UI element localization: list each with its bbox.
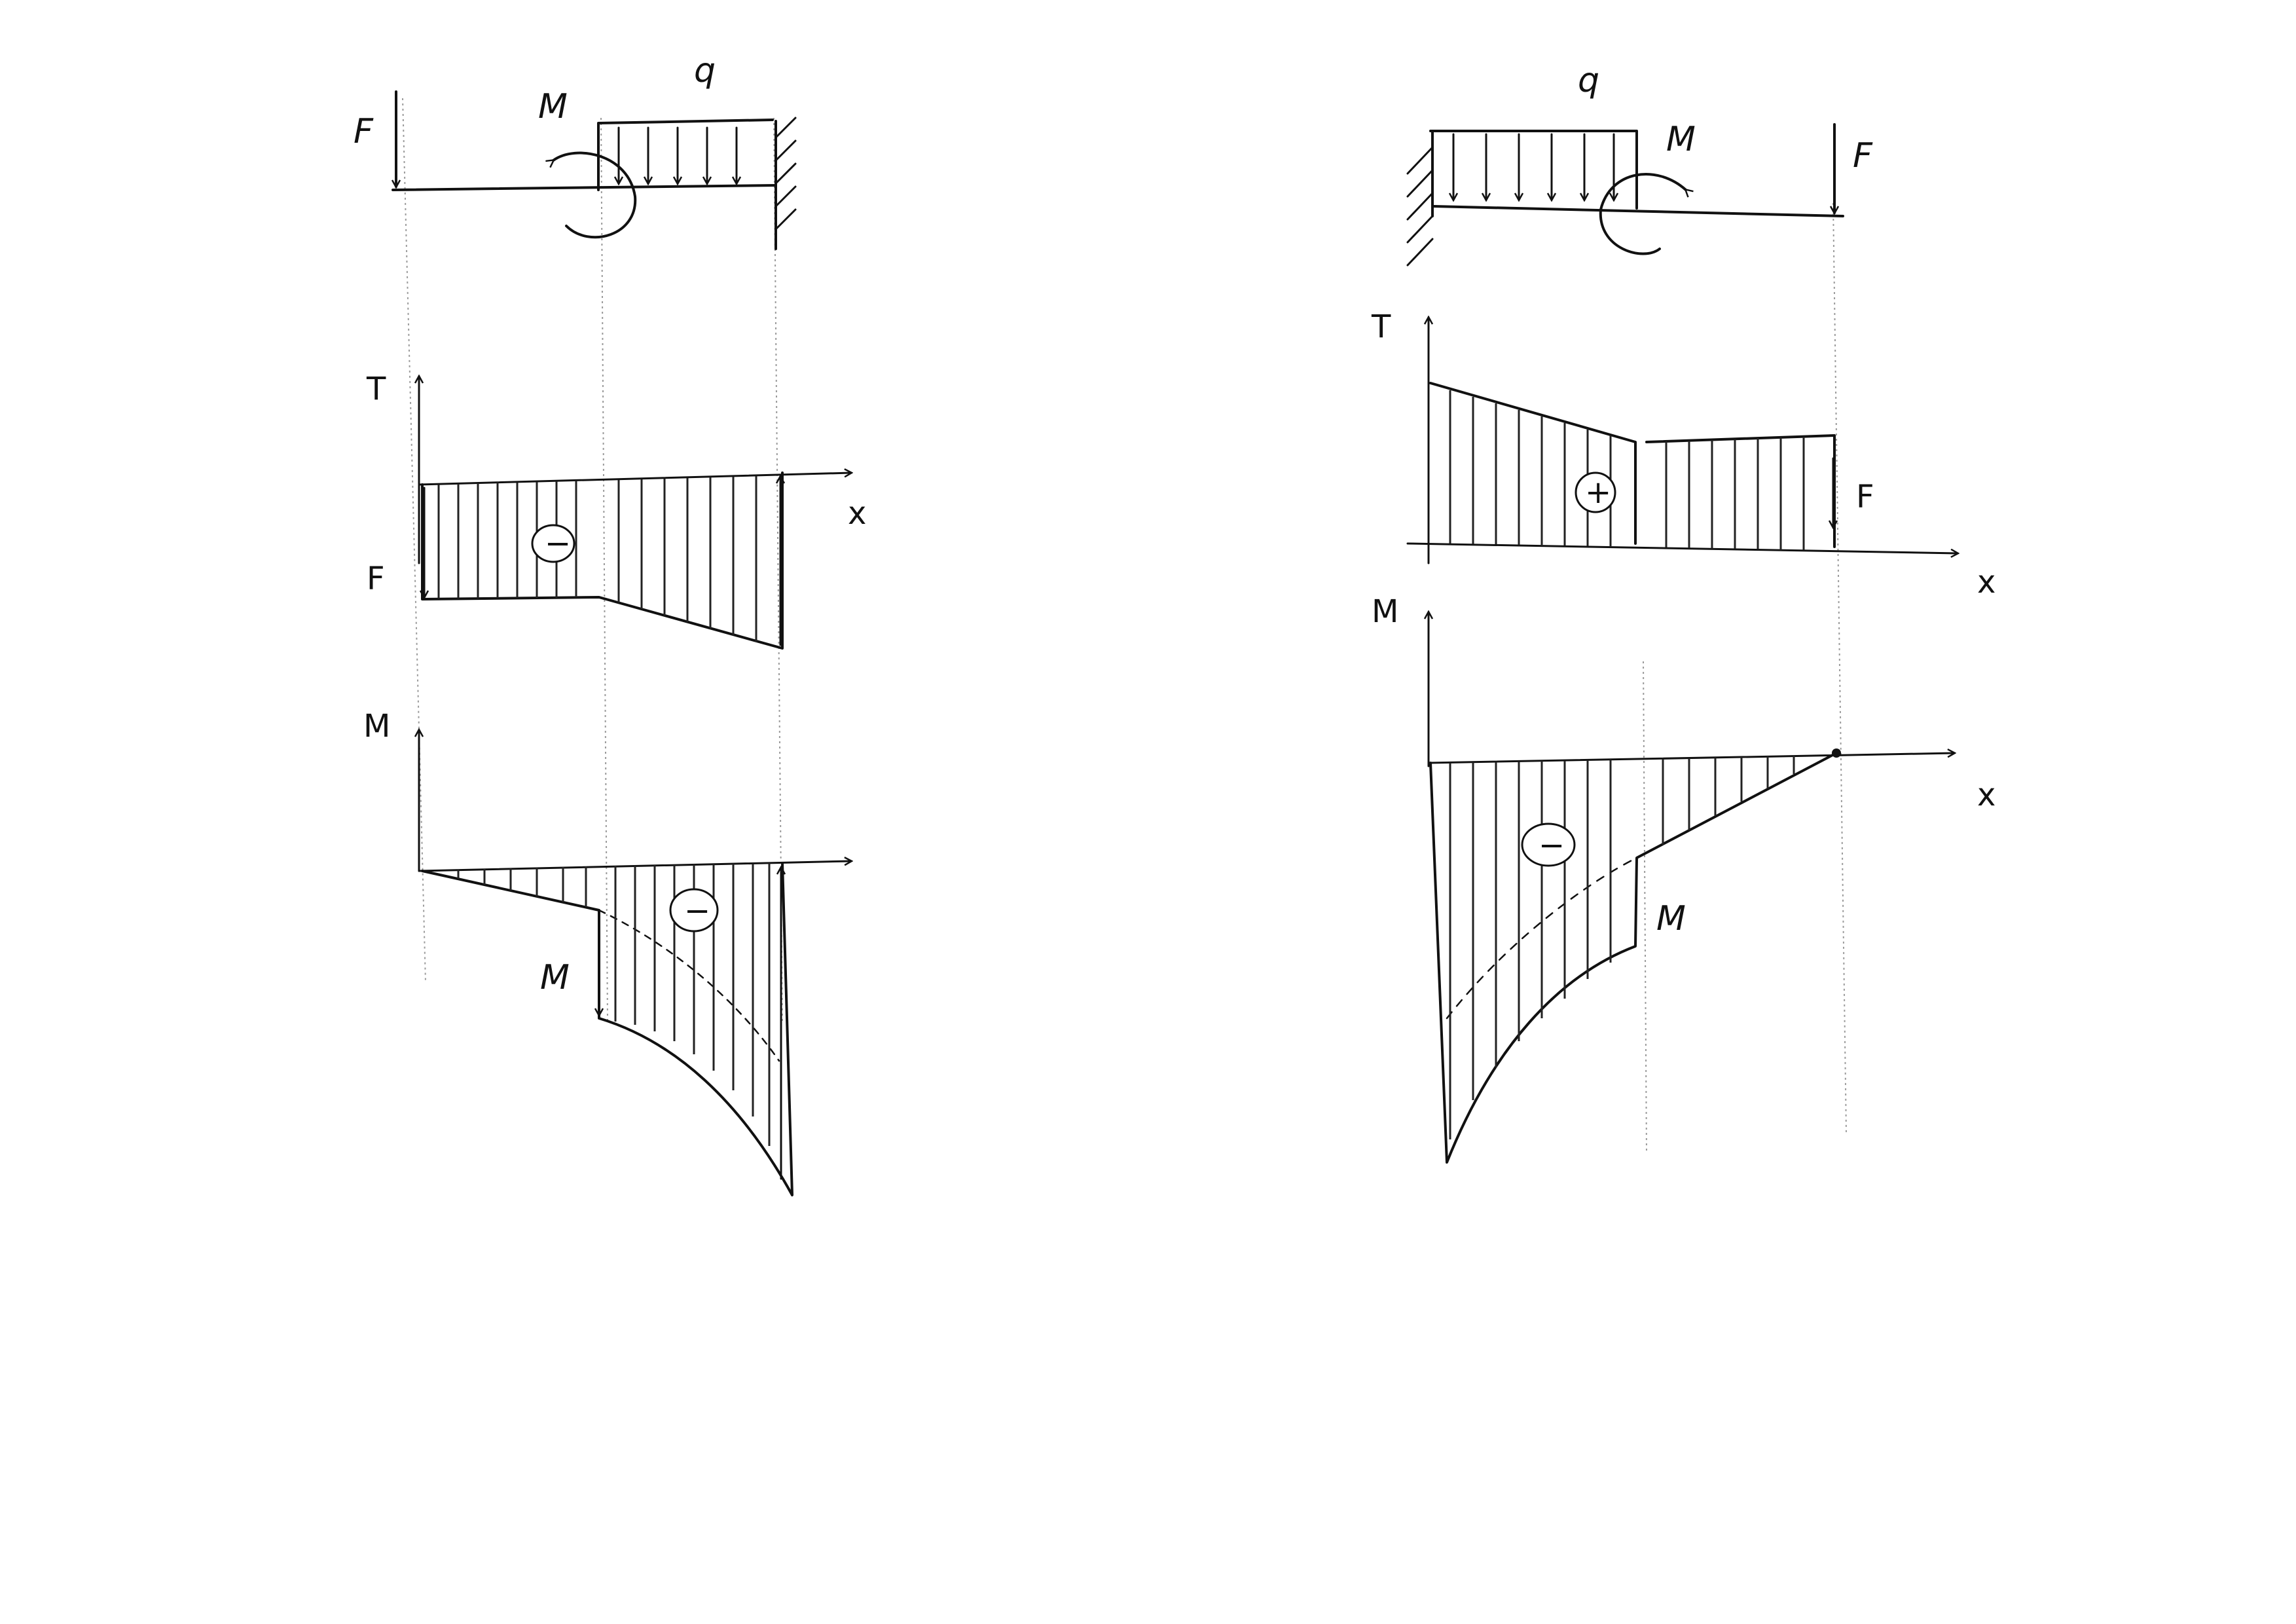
left-moment-jump-value: M: [540, 958, 570, 997]
left-sketch: F M q T x F −: [354, 51, 866, 1196]
right-wall-hatch: [1406, 146, 1434, 267]
left-wall-hatch: [774, 117, 797, 231]
right-load-label: q: [1578, 61, 1599, 100]
left-shear-x-label: x: [848, 495, 866, 532]
right-shear-slope: [1429, 382, 1637, 545]
left-shear-hatch: [437, 476, 757, 642]
right-shear-x-label: x: [1977, 564, 1995, 600]
right-moment-axis-label: M: [1372, 593, 1398, 630]
left-moment-outline: [421, 862, 793, 1196]
right-shear-axis-label: T: [1371, 308, 1391, 345]
right-moment-outline: [1429, 752, 1838, 1164]
left-shear-diagram: [418, 377, 851, 650]
left-moment-label: M: [538, 87, 568, 126]
right-load-arrows: [1453, 133, 1614, 200]
right-shear-x-axis: [1406, 542, 1958, 553]
right-moment-hatch: [1449, 756, 1795, 1139]
left-moment-diagram: [419, 730, 851, 1196]
left-moment-arc: [553, 151, 637, 239]
right-moment-x-axis: [1427, 753, 1954, 764]
right-force-label: F: [1853, 136, 1873, 175]
right-sketch: q M F T x F +: [1371, 61, 1995, 1164]
left-shear-axis-label: T: [366, 371, 386, 407]
right-guides: [1643, 202, 1847, 1153]
left-shear-end-value: F: [367, 561, 385, 597]
right-beam: [1406, 123, 1844, 267]
left-load-label: q: [694, 51, 716, 90]
left-beam: [392, 90, 797, 250]
left-load-arrows: [619, 126, 737, 183]
right-shear-hatch: [1449, 390, 1805, 550]
left-moment-dashed: [598, 909, 780, 1062]
left-moment-hatch: [457, 863, 771, 1146]
right-moment-sign: −: [1539, 827, 1565, 864]
right-moment-x-label: x: [1977, 777, 1995, 813]
left-shear-sign: −: [545, 525, 571, 562]
right-shear-sign: +: [1585, 474, 1611, 511]
left-moment-sign: −: [684, 893, 710, 929]
left-shear-outline: [421, 471, 784, 650]
right-moment-label: M: [1666, 120, 1696, 159]
left-moment-axis-label: M: [363, 708, 390, 745]
right-shear-step: [1645, 434, 1836, 548]
left-guides: [402, 98, 783, 1022]
left-shear-x-axis: [418, 473, 851, 486]
right-moment-diagram: [1427, 612, 1954, 1164]
right-moment-arc: [1599, 173, 1686, 255]
right-moment-dashed: [1446, 857, 1638, 1020]
right-moment-jump-value: M: [1656, 899, 1686, 938]
right-shear-diagram: [1406, 318, 1958, 564]
right-shear-end-value: F: [1856, 479, 1874, 515]
left-force-label: F: [354, 112, 374, 151]
